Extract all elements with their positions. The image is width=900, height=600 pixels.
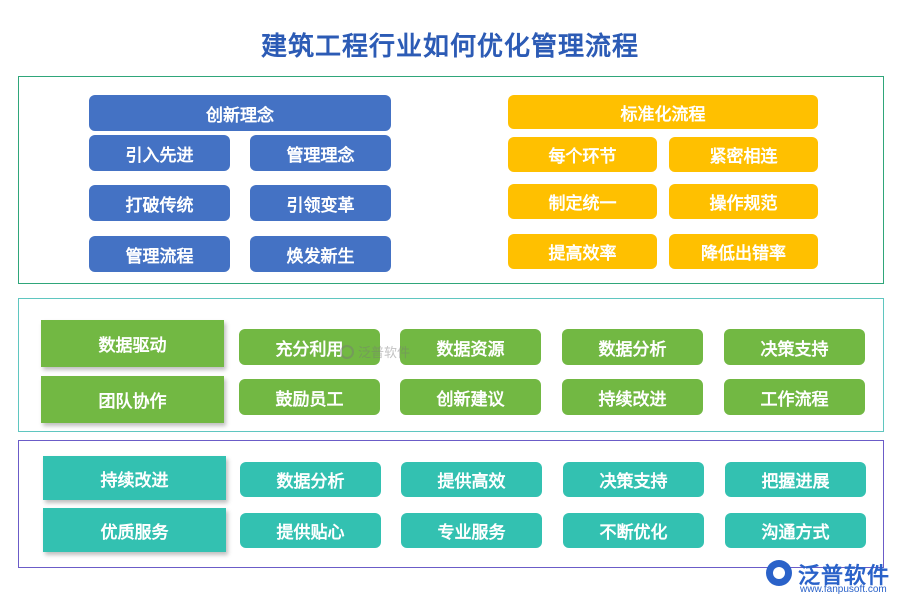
standardization-item: 每个环节 <box>508 137 657 172</box>
logo-url: www.fanpusoft.com <box>800 584 887 595</box>
fanpu-logo: 泛普软件 www.fanpusoft.com <box>762 554 892 596</box>
data-driven-item: 数据资源 <box>400 329 541 365</box>
continuous-improvement-item: 把握进展 <box>725 462 866 497</box>
innovation-item: 引入先进 <box>89 135 230 171</box>
standardization-item: 制定统一 <box>508 184 657 219</box>
quality-service-item: 专业服务 <box>401 513 542 548</box>
standardization-header: 标准化流程 <box>508 95 818 129</box>
standardization-item: 操作规范 <box>669 184 818 219</box>
standardization-item: 紧密相连 <box>669 137 818 172</box>
teamwork-item: 持续改进 <box>562 379 703 415</box>
fanpu-logo-icon <box>766 560 792 586</box>
teamwork-item: 创新建议 <box>400 379 541 415</box>
quality-service-item: 不断优化 <box>563 513 704 548</box>
innovation-header: 创新理念 <box>89 95 391 131</box>
page-title: 建筑工程行业如何优化管理流程 <box>260 32 639 62</box>
data-team-panel <box>18 298 884 432</box>
quality-service-item: 沟通方式 <box>725 513 866 548</box>
teamwork-item: 鼓励员工 <box>239 379 380 415</box>
teamwork-item: 工作流程 <box>724 379 865 415</box>
innovation-item: 打破传统 <box>89 185 230 221</box>
quality-service-label: 优质服务 <box>43 508 226 552</box>
innovation-item: 管理流程 <box>89 236 230 272</box>
continuous-improvement-item: 提供高效 <box>401 462 542 497</box>
innovation-standardization-panel <box>18 76 884 284</box>
quality-service-item: 提供贴心 <box>240 513 381 548</box>
standardization-item: 降低出错率 <box>669 234 818 269</box>
watermark: 泛普软件 <box>340 342 410 361</box>
data-driven-item: 充分利用 <box>239 329 380 365</box>
watermark-text: 泛普软件 <box>358 346 411 361</box>
data-driven-label: 数据驱动 <box>41 320 224 367</box>
teamwork-label: 团队协作 <box>41 376 224 423</box>
fanpu-logo-icon <box>340 344 354 359</box>
innovation-item: 管理理念 <box>250 135 391 171</box>
data-driven-item: 决策支持 <box>724 329 865 365</box>
logo-name: 泛普软件 <box>798 564 891 589</box>
continuous-improvement-label: 持续改进 <box>43 456 226 500</box>
data-driven-item: 数据分析 <box>562 329 703 365</box>
improvement-service-panel <box>18 440 884 568</box>
continuous-improvement-item: 数据分析 <box>240 462 381 497</box>
innovation-item: 焕发新生 <box>250 236 391 272</box>
continuous-improvement-item: 决策支持 <box>563 462 704 497</box>
standardization-item: 提高效率 <box>508 234 657 269</box>
innovation-item: 引领变革 <box>250 185 391 221</box>
